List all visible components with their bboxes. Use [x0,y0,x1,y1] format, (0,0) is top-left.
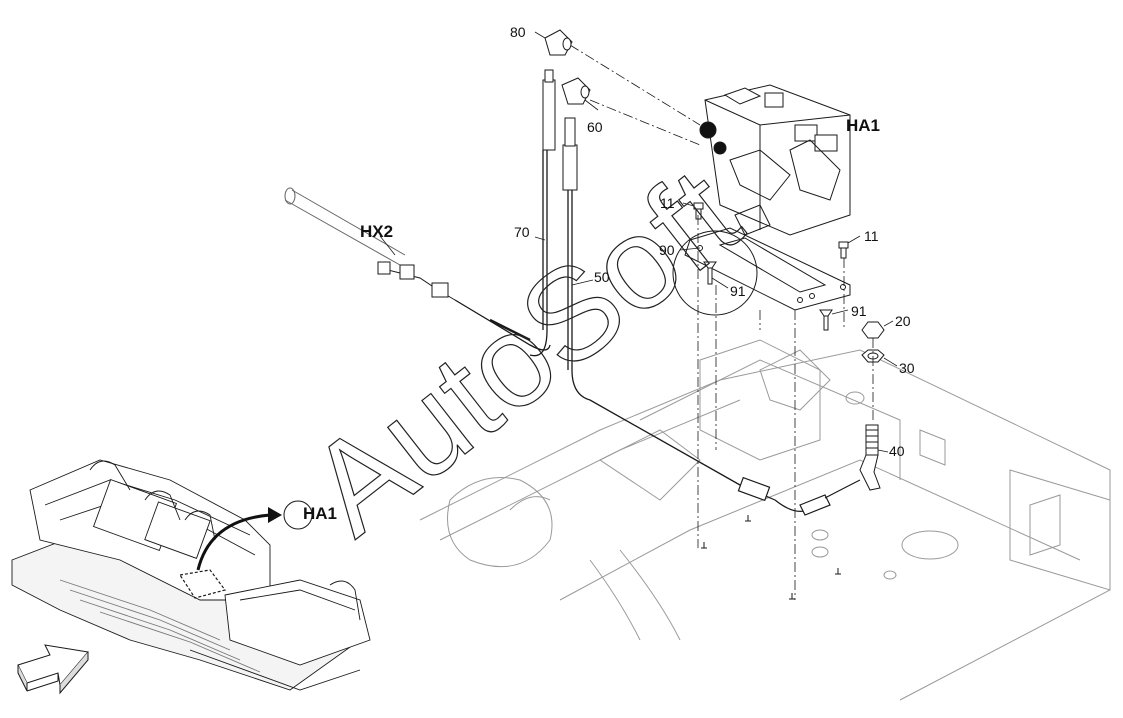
part-label-80: 80 [510,24,526,40]
assembly-label-hx2: HX2 [360,222,394,241]
machine-overview [11,459,371,691]
hose-end-fitting [737,476,861,516]
ha1-marker-circle [283,500,313,530]
direction-arrow-icon [17,644,89,695]
chassis-frame [419,339,1111,701]
hose-hx2 [284,187,551,351]
part-label-20: 20 [895,313,911,329]
watermark: AutoSoft [282,139,766,562]
part-label-91-right: 91 [851,303,867,319]
part-label-50: 50 [594,269,610,285]
detail-circle [672,230,758,316]
part-label-90: 90 [659,242,675,258]
part-label-60: 60 [587,119,603,135]
part-label-91-left: 91 [730,283,746,299]
part-label-11-right: 11 [864,228,879,244]
part-label-40: 40 [889,443,905,459]
part-label-70: 70 [514,224,530,240]
part-label-30: 30 [899,360,915,376]
valve-block-ha1 [699,84,851,236]
elbow-fitting-60 [561,77,591,105]
ground-pins [701,515,841,600]
assembly-label-ha1: HA1 [846,116,881,135]
bolts [693,202,885,491]
elbow-fitting-80 [544,29,573,56]
inset-label-ha1: HA1 [303,504,338,523]
callout-arrow-icon [196,507,282,571]
assembly-lines [569,44,874,600]
part-label-11-left: 11 [660,195,675,211]
leader-lines [379,31,898,453]
svg-text:AutoSoft: AutoSoft [282,140,765,562]
hose-50 [562,117,741,486]
